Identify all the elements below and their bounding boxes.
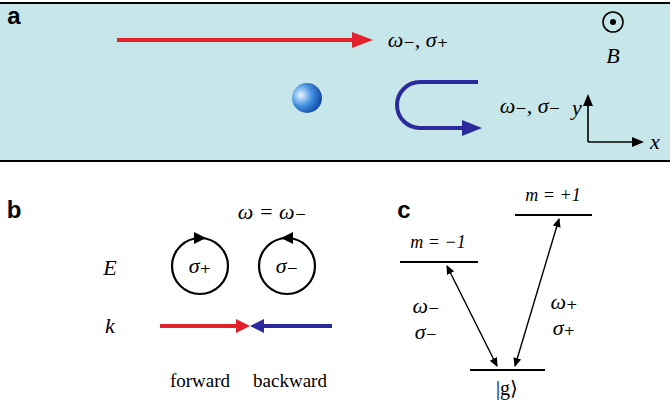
direction-label: backward xyxy=(253,371,327,390)
row-label: E xyxy=(103,257,116,279)
arrow-head xyxy=(632,137,644,147)
transition-label: σ₊ xyxy=(553,317,575,339)
polarization-circle xyxy=(172,238,228,294)
polarization-label: σ₋ xyxy=(276,255,298,277)
panel-letter: c xyxy=(397,198,410,222)
transition-label: ω₊ xyxy=(550,291,577,313)
arrow-head xyxy=(352,32,373,48)
axis xyxy=(587,104,589,142)
arrow-head xyxy=(281,232,293,244)
beam-label: ω₋, σ₊ xyxy=(388,29,449,51)
polarization-circle xyxy=(259,238,315,294)
panel-letter: a xyxy=(7,4,20,28)
level-label: m = +1 xyxy=(525,186,580,204)
beam-label: ω₋, σ₋ xyxy=(500,95,561,117)
energy-level xyxy=(470,369,545,371)
field-symbol xyxy=(603,12,623,32)
waveguide-edge xyxy=(0,160,670,162)
backward-k xyxy=(262,324,332,328)
condition-label: ω = ω₋ xyxy=(238,201,307,223)
arrow-head xyxy=(250,319,264,333)
panel-letter: b xyxy=(7,198,22,222)
energy-level xyxy=(515,214,592,216)
forward-beam xyxy=(117,38,356,42)
field-symbol xyxy=(610,19,616,25)
arrow-head xyxy=(236,319,250,333)
arrow-head xyxy=(194,232,206,244)
reflected-beam xyxy=(397,82,478,128)
level-label: m = −1 xyxy=(410,233,465,251)
axis-label: x xyxy=(650,131,660,153)
transition-label: ω₋ xyxy=(412,295,439,317)
transition-label: σ₋ xyxy=(415,321,437,343)
waveguide xyxy=(0,3,670,161)
direction-label: forward xyxy=(170,371,230,390)
axis-label: y xyxy=(572,97,582,119)
waveguide-edge xyxy=(0,2,670,4)
state-label: |g⟩ xyxy=(496,378,518,398)
energy-level xyxy=(400,261,478,263)
arrow-head xyxy=(462,120,482,136)
polarization-label: σ₊ xyxy=(189,255,211,277)
transition-arrow xyxy=(447,266,497,366)
axis xyxy=(588,141,634,143)
emitter-sphere xyxy=(292,83,322,113)
field-label: B xyxy=(606,45,619,67)
forward-k xyxy=(160,324,238,328)
row-label: k xyxy=(105,315,115,337)
arrow-head xyxy=(583,94,593,106)
